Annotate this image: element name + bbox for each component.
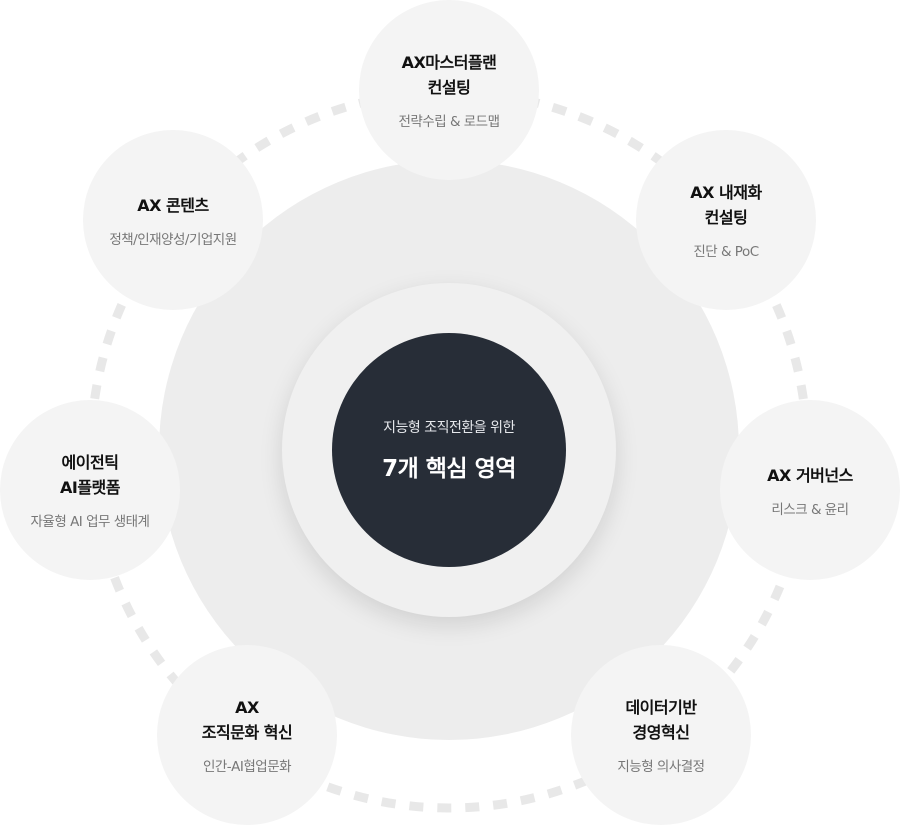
area-desc: 지능형 의사결정 bbox=[617, 759, 705, 775]
area-node-agentic-platform: 에이전틱 AI플랫폼 자율형 AI 업무 생태계 bbox=[0, 400, 180, 580]
area-desc: 리스크 & 윤리 bbox=[771, 501, 849, 518]
area-node-governance: AX 거버넌스 리스크 & 윤리 bbox=[720, 400, 900, 580]
area-title: 데이터기반 경영혁신 bbox=[625, 698, 697, 742]
area-desc: 인간-AI협업문화 bbox=[202, 759, 292, 775]
area-node-culture: AX 조직문화 혁신 인간-AI협업문화 bbox=[157, 645, 337, 825]
area-node-data-management: 데이터기반 경영혁신 지능형 의사결정 bbox=[571, 645, 751, 825]
area-title: AX 조직문화 혁신 bbox=[201, 698, 293, 742]
area-node-contents: AX 콘텐츠 정책/인재양성/기업지원 bbox=[83, 130, 263, 310]
core-title: 7개 핵심 영역 bbox=[382, 456, 516, 482]
area-desc: 진단 & PoC bbox=[693, 244, 759, 260]
area-desc: 자율형 AI 업무 생태계 bbox=[30, 514, 150, 530]
area-desc: 정책/인재양성/기업지원 bbox=[109, 231, 237, 248]
area-node-internalization: AX 내재화 컨설팅 진단 & PoC bbox=[636, 130, 816, 310]
area-title: 에이전틱 AI플랫폼 bbox=[60, 453, 121, 497]
area-title: AX 콘텐츠 bbox=[137, 195, 209, 215]
area-title: AX마스터플랜 컨설팅 bbox=[401, 53, 497, 97]
core-subtitle: 지능형 조직전환을 위한 bbox=[383, 420, 515, 436]
core-circle: 지능형 조직전환을 위한 7개 핵심 영역 bbox=[332, 333, 566, 567]
area-node-masterplan: AX마스터플랜 컨설팅 전략수립 & 로드맵 bbox=[359, 0, 539, 180]
area-desc: 전략수립 & 로드맵 bbox=[398, 114, 500, 130]
area-title: AX 내재화 컨설팅 bbox=[690, 183, 762, 227]
area-title: AX 거버넌스 bbox=[767, 465, 853, 485]
